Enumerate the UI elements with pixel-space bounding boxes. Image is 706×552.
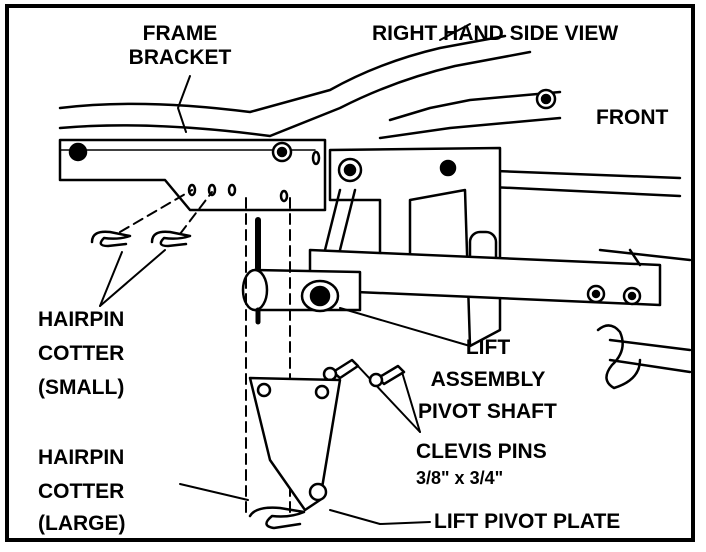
frame-rails <box>58 34 692 374</box>
label-pivot-shaft: PIVOT SHAFT <box>418 400 557 423</box>
hairpin-large-cotter <box>248 506 306 530</box>
label-frame: FRAME <box>142 22 218 45</box>
title-right-hand-side-view: RIGHT HAND SIDE VIEW <box>372 22 619 45</box>
clevis-pins <box>322 358 406 388</box>
label-lift: LIFT <box>465 336 511 359</box>
label-hairpin-small-1: HAIRPIN <box>38 308 125 331</box>
lift-pivot-plate <box>248 376 342 512</box>
label-bracket: BRACKET <box>128 46 232 69</box>
label-front: FRONT <box>596 106 669 129</box>
label-hairpin-large-1: HAIRPIN <box>38 446 125 469</box>
label-clevis-size: 3/8" x 3/4" <box>416 468 504 488</box>
label-hairpin-large-3: (LARGE) <box>38 512 126 535</box>
label-hairpin-large-2: COTTER <box>38 480 125 503</box>
pivot-shaft <box>241 217 662 325</box>
leader-lines <box>99 23 471 525</box>
frame-bracket <box>58 88 557 212</box>
lift-assembly-housing <box>323 146 502 348</box>
hairpin-small-cotters <box>90 230 192 248</box>
label-clevis-pins: CLEVIS PINS <box>416 440 547 463</box>
label-hairpin-small-2: COTTER <box>38 342 125 365</box>
hairpin-right <box>596 324 642 390</box>
label-lift-pivot-plate: LIFT PIVOT PLATE <box>434 510 621 533</box>
label-assembly: ASSEMBLY <box>430 368 546 391</box>
label-hairpin-small-3: (SMALL) <box>38 376 125 399</box>
figure-border <box>5 4 695 542</box>
